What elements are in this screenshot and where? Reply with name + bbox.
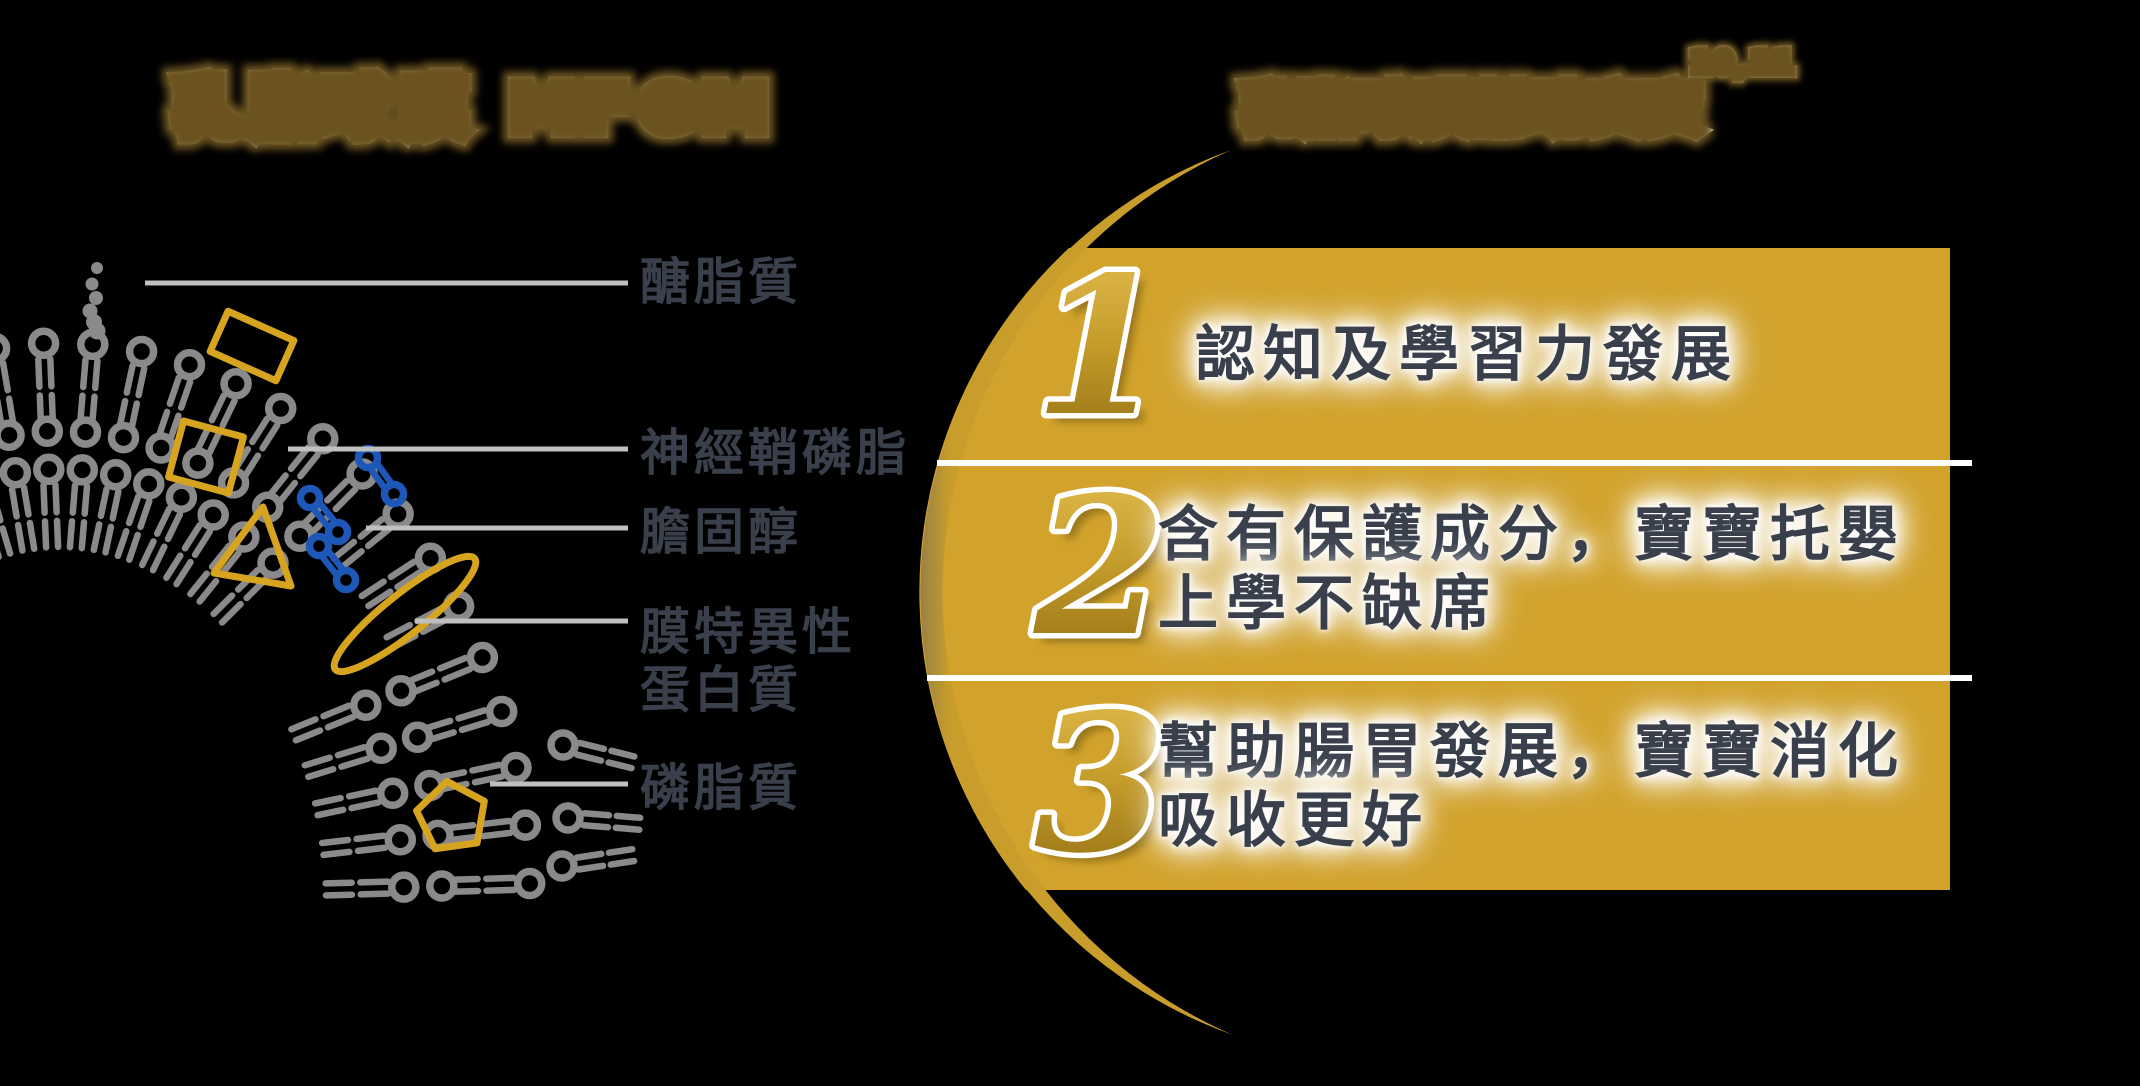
numeral-1: 1 1 xyxy=(1028,230,1175,468)
benefit-numerals: 1 1 2 2 3 3 xyxy=(1027,230,1175,905)
label-glycolipid: 醣脂質 xyxy=(640,253,802,311)
gold-shapes xyxy=(165,307,488,853)
left-title-text: 乳脂球膜 MFGM xyxy=(172,70,778,149)
benefit-2-text-line2: 上學不缺席 xyxy=(1158,569,1498,639)
mfgm-membrane-diagram xyxy=(0,327,644,903)
benefit-1-text: 認知及學習力發展 xyxy=(1195,320,1739,390)
right-title: 乳脂球膜幫助寶寶 乳脂球膜幫助寶寶 乳脂球膜幫助寶寶 xyxy=(1229,71,1714,150)
label-membrane-protein: 膜特異性 蛋白質 xyxy=(640,603,856,719)
label-sphingomyelin: 神經鞘磷脂 xyxy=(640,424,910,482)
left-title-halo: 乳脂球膜 MFGM xyxy=(161,65,780,155)
benefit-3-text-line2: 吸收更好 xyxy=(1158,786,1430,856)
label-lead-lines xyxy=(145,280,628,787)
numeral-3-shadow: 3 xyxy=(1043,681,1175,904)
label-membrane-protein-line1: 膜特異性 xyxy=(640,603,856,661)
benefit-2-text-line1: 含有保護成分，寶寶托嬰 xyxy=(1158,500,1906,570)
membrane-protein-ellipse-icon xyxy=(330,552,480,676)
numeral-3-glyph: 3 xyxy=(1034,672,1166,895)
benefit-3-text-line1: 幫助腸胃發展，寶寶消化 xyxy=(1158,717,1906,787)
protein-square-icon xyxy=(165,417,247,497)
numeral-1-shadow: 1 xyxy=(1043,244,1175,467)
left-title-outline: 乳脂球膜 MFGM xyxy=(166,70,778,150)
label-phospholipid: 磷脂質 xyxy=(640,759,802,817)
right-title-halo: 乳脂球膜幫助寶寶 xyxy=(1229,71,1714,150)
protein-triangle-icon xyxy=(210,503,295,590)
numeral-3: 3 3 xyxy=(1028,667,1175,905)
right-title-outline: 乳脂球膜幫助寶寶 xyxy=(1234,76,1709,145)
phospholipid-pentagon-icon xyxy=(413,777,488,853)
superscript-text: 10,11 xyxy=(1688,43,1796,83)
numeral-2: 2 2 xyxy=(1027,450,1175,688)
benefits-gold-panel xyxy=(919,248,1950,890)
superscript-halo: 10,11 xyxy=(1681,39,1802,87)
right-title-superscript: 10,11 10,11 10,11 xyxy=(1681,39,1802,87)
label-cholesterol: 膽固醇 xyxy=(640,503,802,561)
numeral-2-shadow: 2 xyxy=(1042,464,1175,687)
protein-rect-icon xyxy=(206,307,298,385)
right-title-text: 乳脂球膜幫助寶寶 xyxy=(1240,77,1704,143)
left-title: 乳脂球膜 MFGM 乳脂球膜 MFGM 乳脂球膜 MFGM xyxy=(161,65,780,155)
label-membrane-protein-line2: 蛋白質 xyxy=(640,661,802,719)
superscript-outline: 10,11 xyxy=(1684,42,1800,84)
membrane-extras xyxy=(82,262,408,594)
numeral-1-glyph: 1 xyxy=(1034,235,1166,458)
numeral-2-glyph: 2 xyxy=(1033,455,1166,678)
